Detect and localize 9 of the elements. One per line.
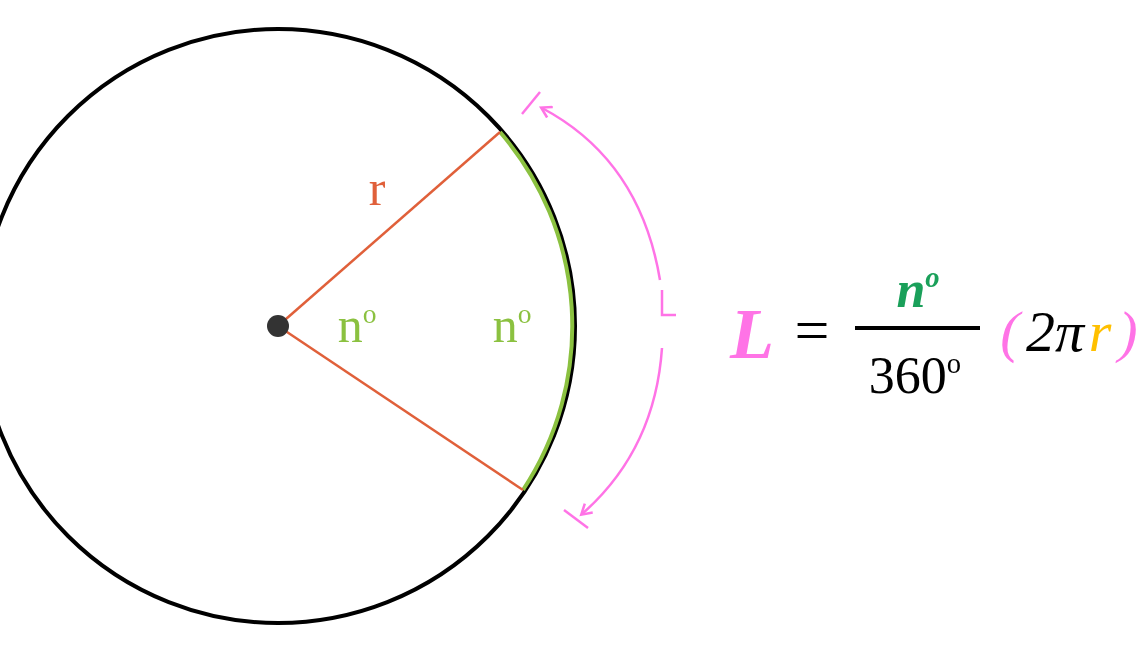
formula-variable: L [730, 298, 774, 370]
numerator: n$^{o}$ [896, 264, 940, 316]
radius-label: r [368, 163, 386, 213]
denominator: 360$^{o}$ [868, 350, 962, 402]
formula-term: 2π [1025, 303, 1085, 361]
arc-angle-label: n$^{o}$ [492, 300, 532, 350]
formula-term: r [1088, 303, 1112, 361]
equals-sign: = [794, 299, 830, 361]
angle-label: n$^{o}$ [337, 300, 377, 350]
